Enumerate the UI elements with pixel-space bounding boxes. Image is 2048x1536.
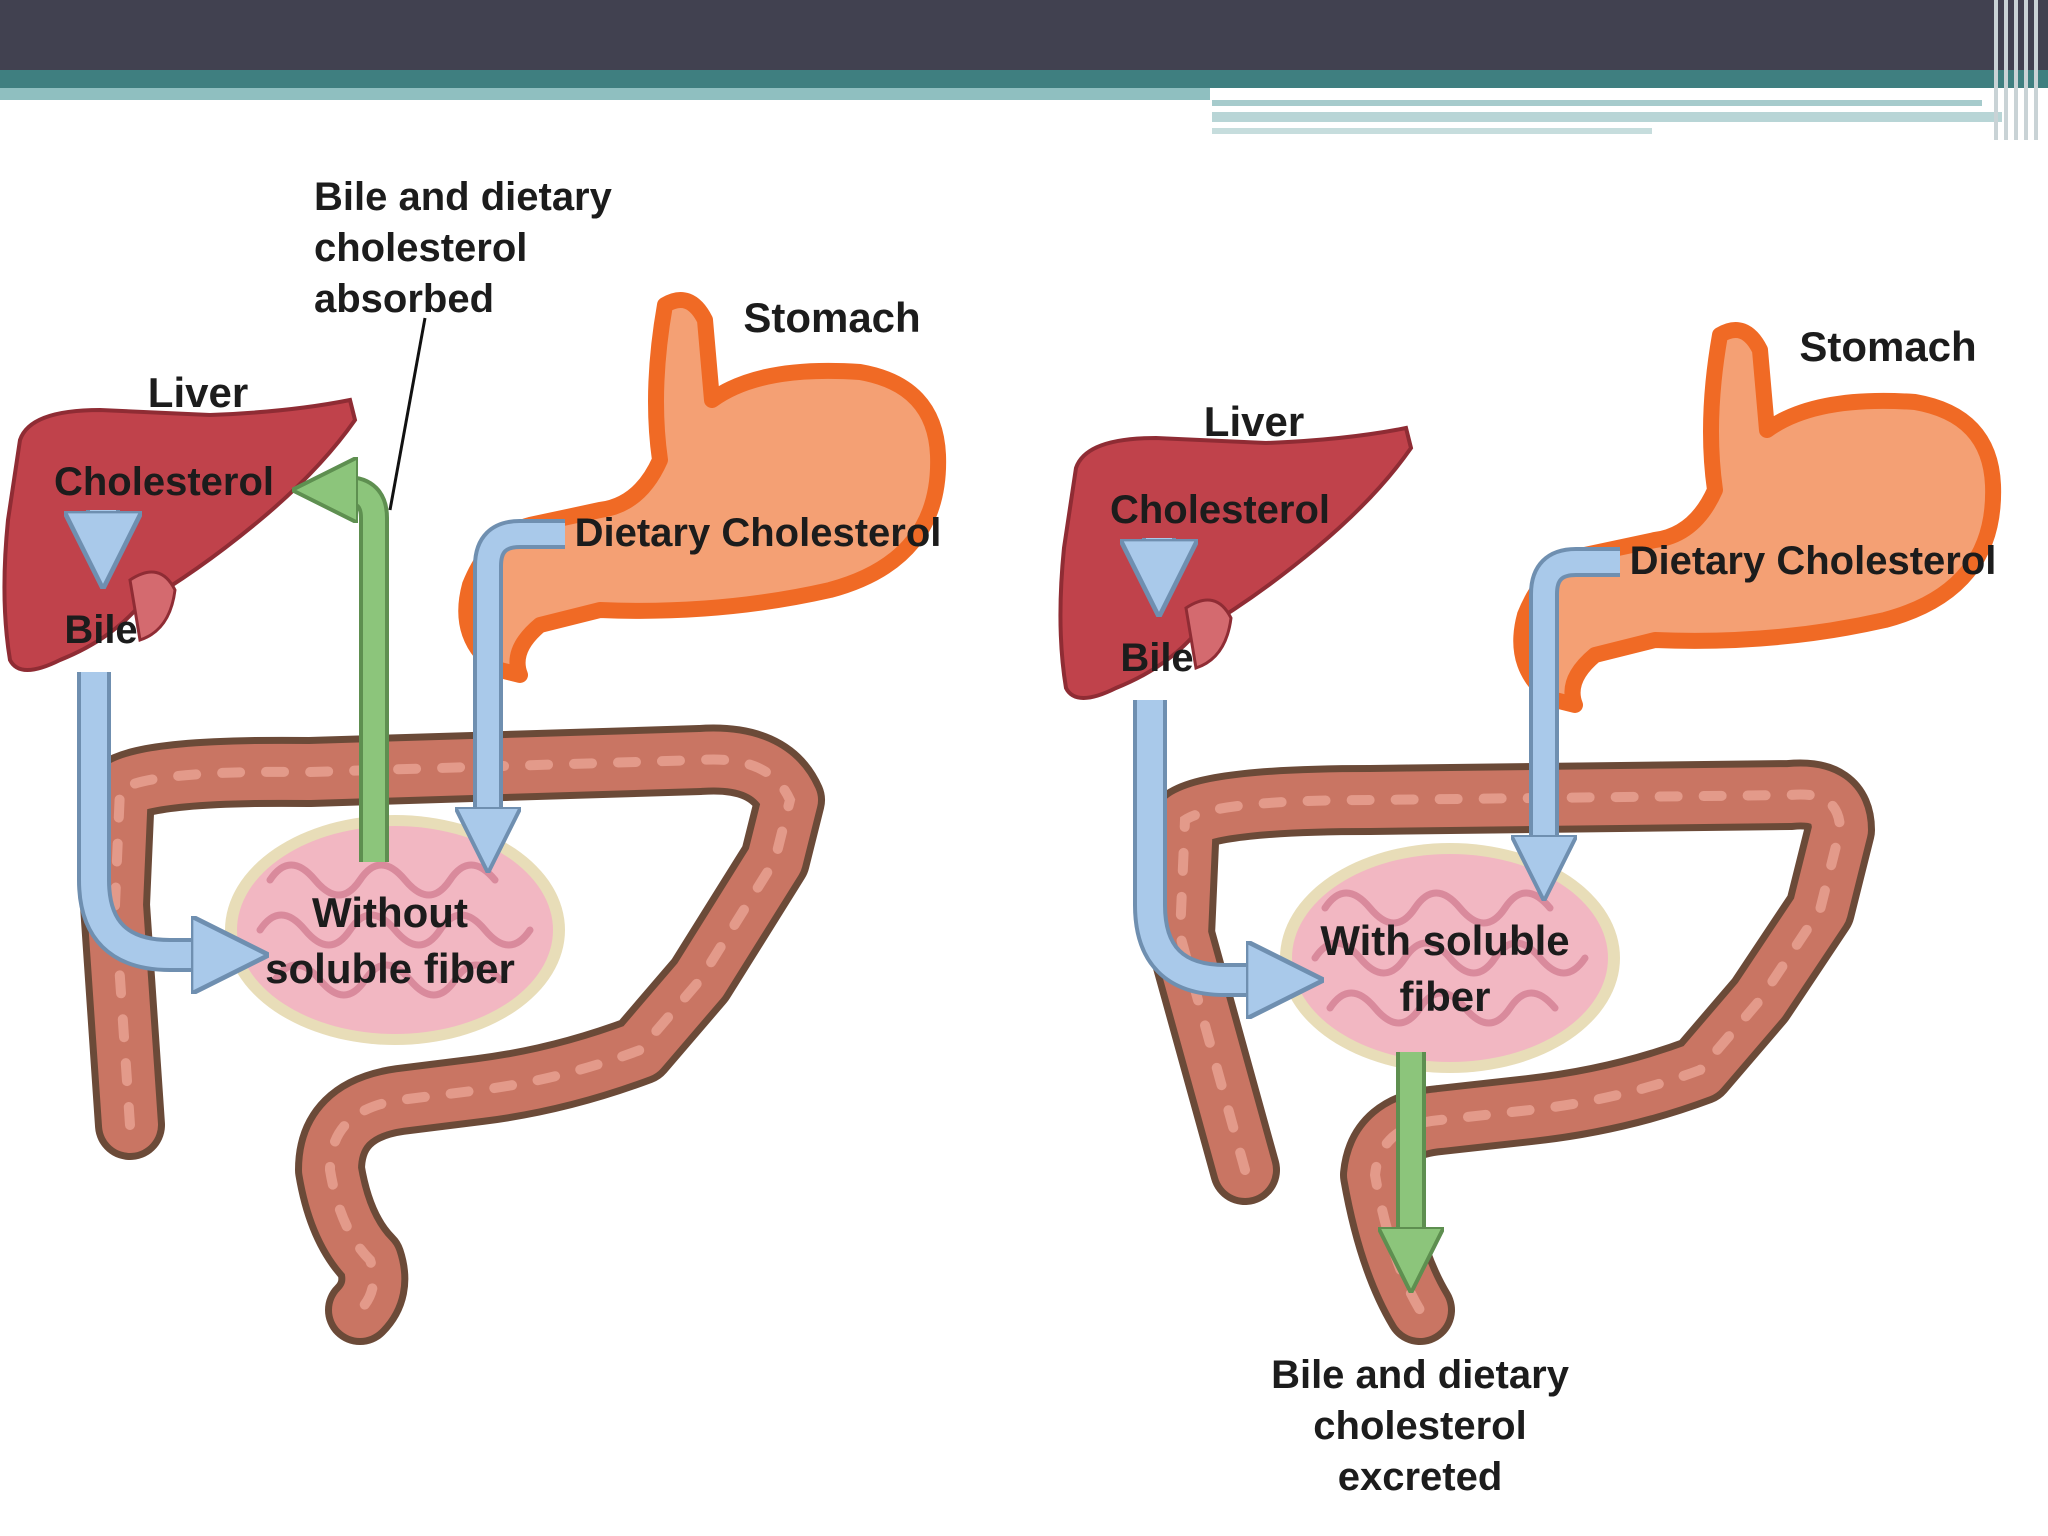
liver-icon [1060,428,1411,698]
fiber-label-line2: soluble fiber [265,945,515,992]
excreted-label-line1: Bile and dietary [1271,1353,1570,1397]
absorbed-label-line2: cholesterol [314,226,527,270]
absorbed-label-line1: Bile and dietary [314,175,613,219]
stomach-icon [1521,330,1993,705]
stomach-icon [466,300,938,675]
cholesterol-label: Cholesterol [54,460,274,504]
fiber-label-line2: fiber [1399,973,1490,1020]
bile-label: Bile [1120,636,1193,680]
bile-label: Bile [64,608,137,652]
left-panel: Stomach Liver Cholesterol Bile Dietary C… [4,175,941,1310]
liver-icon [4,400,355,670]
stomach-label: Stomach [1799,323,1976,370]
right-panel: Stomach Liver Cholesterol Bile Dietary C… [1060,323,1996,1499]
excreted-label-line3: excreted [1338,1455,1503,1499]
fiber-label-line1: Without [312,889,468,936]
liver-label: Liver [148,369,248,416]
pointer-line [390,318,425,510]
absorbed-label-line3: absorbed [314,277,494,321]
dietary-cholesterol-label: Dietary Cholesterol [575,511,942,555]
dietary-cholesterol-label: Dietary Cholesterol [1630,539,1997,583]
fiber-label-line1: With soluble [1320,917,1569,964]
cholesterol-label: Cholesterol [1110,488,1330,532]
liver-label: Liver [1204,398,1304,445]
stomach-label: Stomach [743,294,920,341]
excreted-label-line2: cholesterol [1313,1404,1526,1448]
